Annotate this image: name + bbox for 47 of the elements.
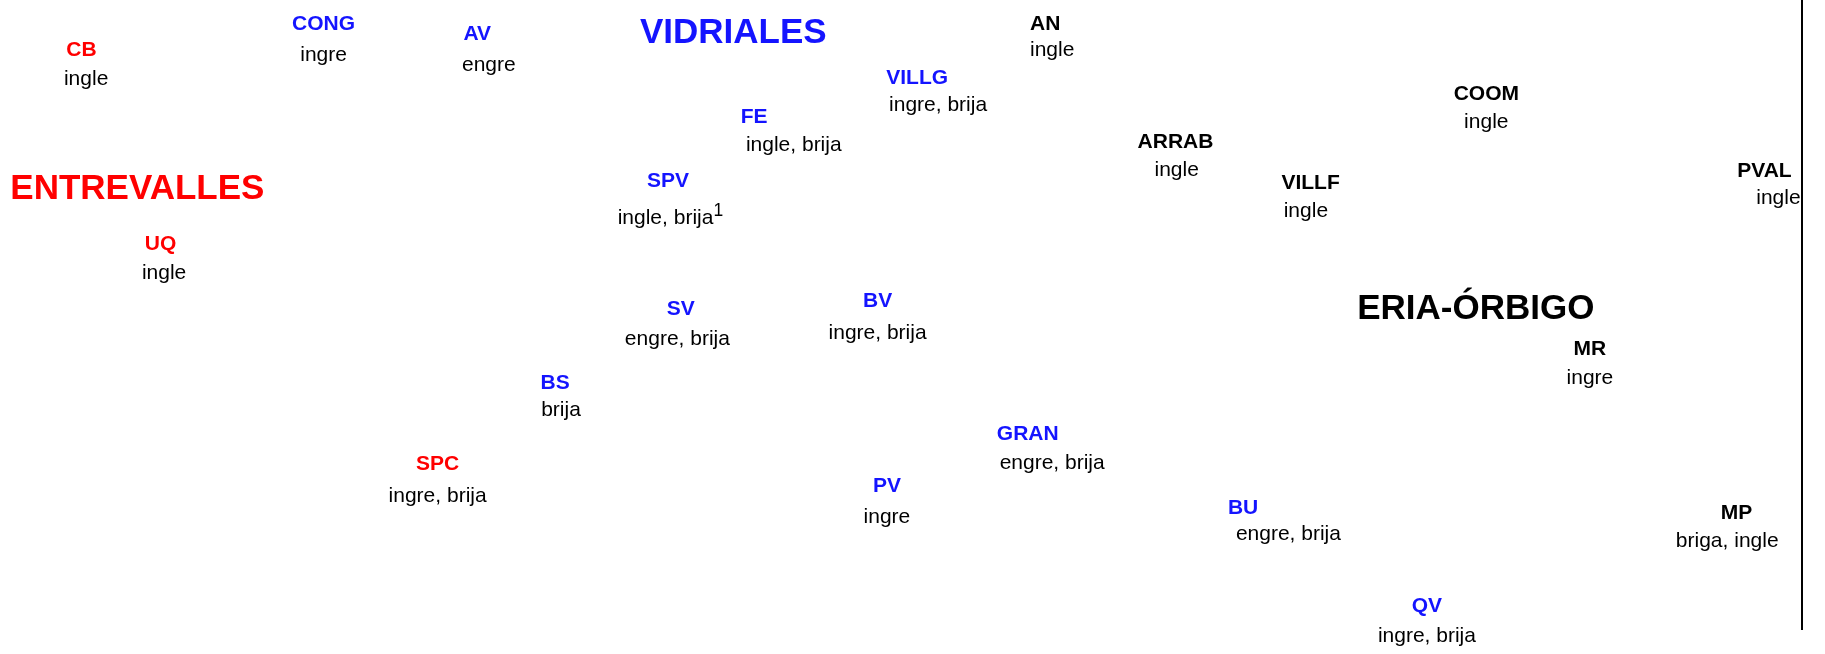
- word-forms-text: brija: [541, 396, 581, 421]
- word-forms-text: ingre, brija: [828, 320, 927, 344]
- word-forms-text: ingle, brija$^{1}$: [617, 201, 724, 229]
- word-forms-text: ingre: [863, 504, 911, 528]
- word-forms-text: engre, brija: [624, 326, 730, 350]
- word-forms-text: ingle: [1154, 157, 1199, 181]
- word-forms-text: ingle: [1283, 197, 1329, 222]
- place-code: SPC: [416, 451, 460, 475]
- place-code: VILLG: [886, 65, 949, 89]
- word-forms-text: briga, ingle: [1675, 528, 1779, 552]
- word-forms-text: ingre, brija: [889, 92, 988, 116]
- place-code: MP: [1720, 500, 1753, 524]
- place-code: VILLF: [1281, 170, 1340, 194]
- word-forms-text: ingre: [1566, 365, 1614, 389]
- region-name: ENTREVALLES: [10, 168, 265, 207]
- word-forms-text: engre, brija: [1235, 521, 1341, 545]
- place-code: BV: [863, 288, 893, 312]
- word-forms-text: ingle, brija: [745, 132, 842, 156]
- place-code: CONG: [292, 11, 356, 35]
- word-forms-text: ingle: [1029, 37, 1075, 61]
- word-forms-text: engre: [461, 52, 516, 76]
- word-forms-text: ingre, brija: [388, 483, 487, 507]
- place-code: PVAL: [1737, 158, 1792, 182]
- word-forms-text: ingle: [141, 260, 187, 284]
- word-forms-text: ingre: [300, 42, 347, 66]
- word-forms-text: engre, brija: [999, 450, 1105, 474]
- place-code: PV: [872, 473, 901, 497]
- place-code: FE: [740, 104, 768, 128]
- place-code: UQ: [144, 231, 177, 255]
- word-forms-text: ingle: [1464, 109, 1509, 133]
- region-name: ERIA-ÓRBIGO: [1357, 288, 1595, 327]
- place-code: AN: [1030, 11, 1061, 35]
- word-forms-text: ingle: [63, 66, 109, 90]
- place-code: MR: [1573, 336, 1607, 360]
- place-code: SPV: [647, 168, 690, 192]
- place-code: AV: [463, 21, 491, 45]
- place-code: CB: [66, 37, 97, 61]
- place-code: COOM: [1453, 81, 1519, 105]
- place-code: QV: [1411, 593, 1443, 617]
- place-code: ARRAB: [1137, 129, 1214, 153]
- region-name: VIDRIALES: [639, 12, 827, 51]
- place-code: GRAN: [996, 421, 1059, 445]
- place-code: BS: [540, 370, 570, 394]
- place-code: SV: [666, 296, 695, 320]
- word-forms-text: ingle: [1756, 185, 1801, 209]
- word-forms-text: ingre, brija: [1377, 623, 1476, 648]
- place-code: BU: [1227, 495, 1259, 519]
